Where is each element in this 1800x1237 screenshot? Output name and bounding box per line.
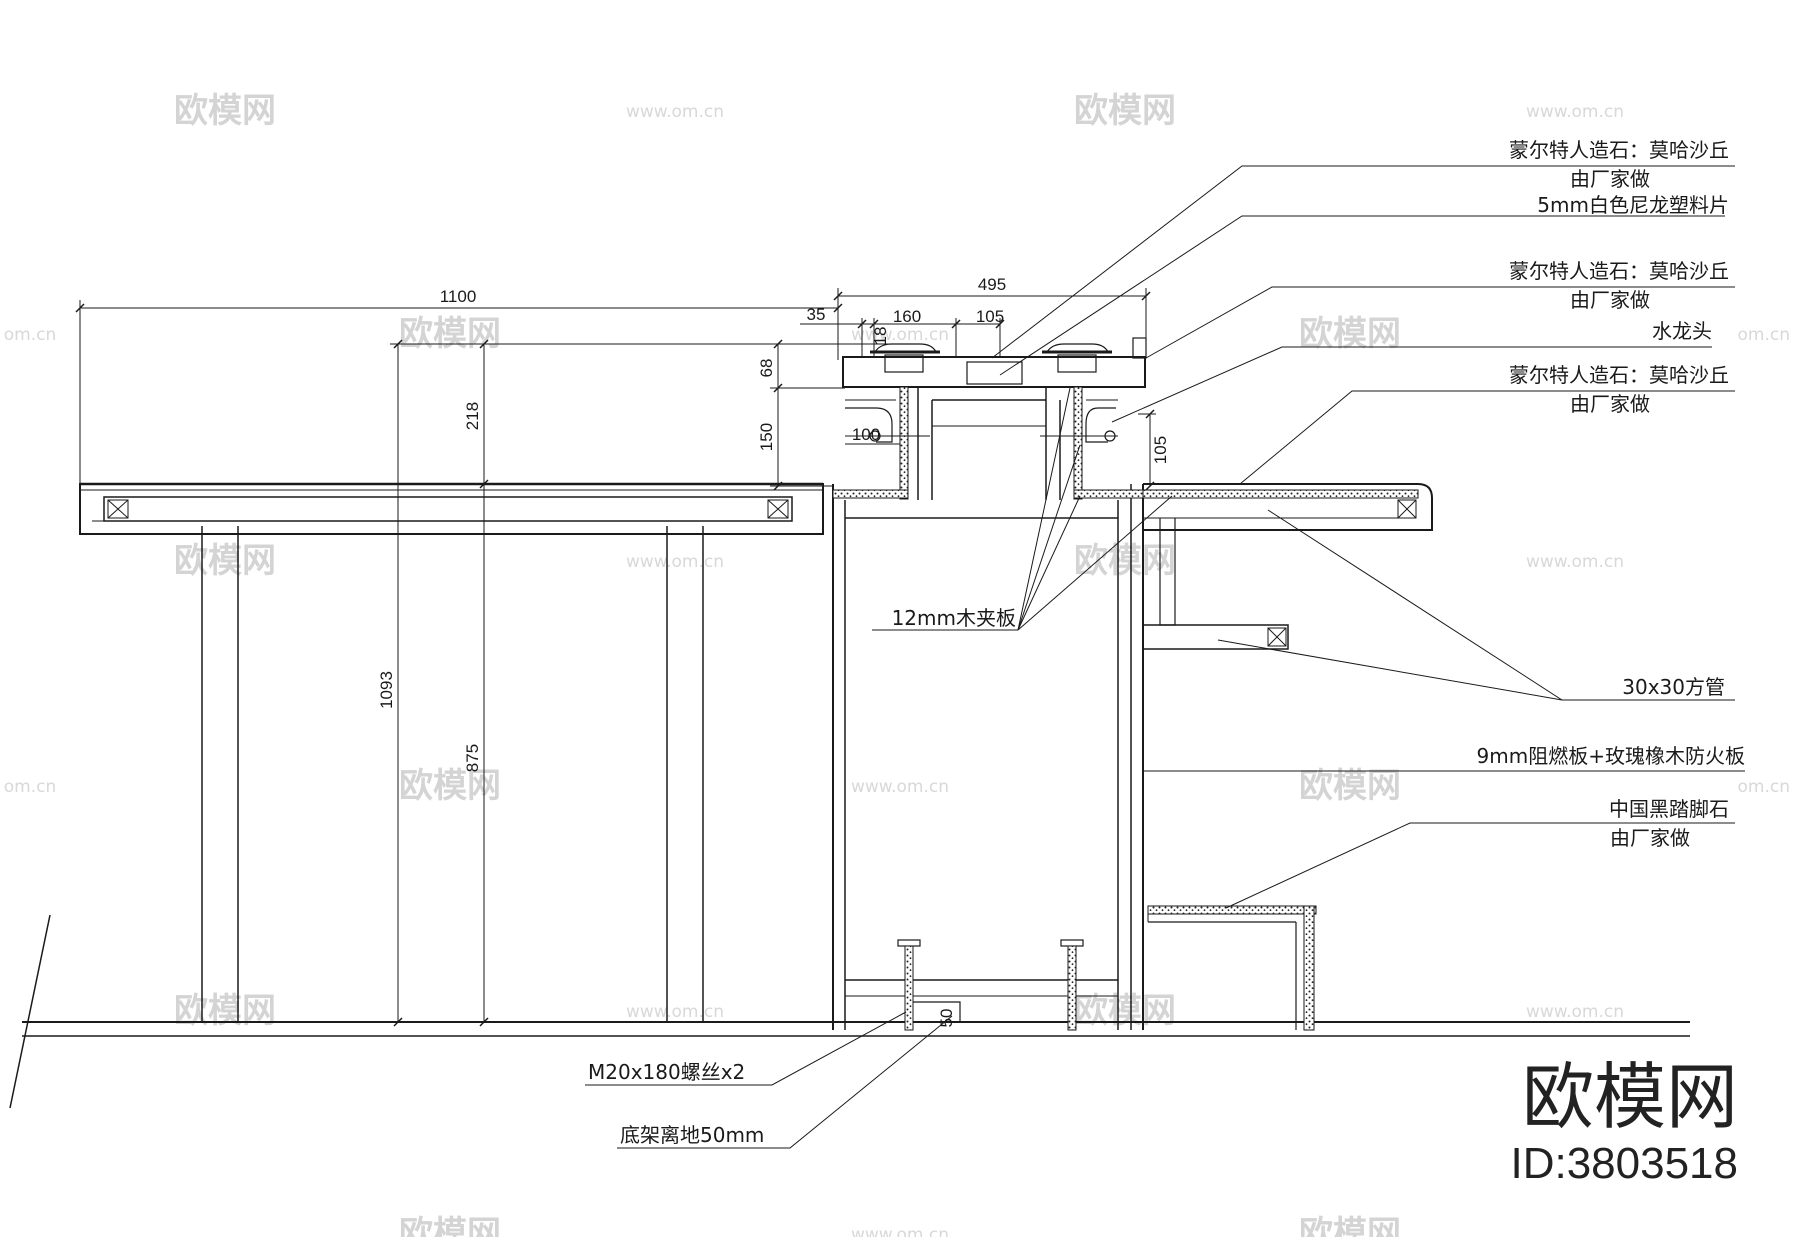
note-stone-2: 蒙尔特人造石：莫哈沙丘 (1509, 259, 1729, 283)
left-counter (79, 344, 824, 1022)
watermark-text: 欧模网 (1299, 1214, 1401, 1237)
dim-18: 18 (871, 327, 890, 346)
watermark-url: www.om.cn (626, 1002, 724, 1022)
watermark-text: 欧模网 (174, 541, 276, 581)
watermark-url: www.om.cn (1526, 1002, 1624, 1022)
brand-id: ID:3803518 (1510, 1139, 1738, 1188)
note-footstone-maker: 由厂家做 (1610, 826, 1690, 850)
watermark-url: om.cn (1738, 325, 1791, 345)
anchor-bolt (897, 939, 921, 1031)
watermark-url: www.om.cn (1526, 102, 1624, 122)
watermark-text: 欧模网 (174, 991, 276, 1031)
dim-105-side: 105 (1151, 436, 1170, 464)
watermark-text: 欧模网 (399, 766, 501, 806)
watermark-text: 欧模网 (1299, 766, 1401, 806)
watermark-url: www.om.cn (1526, 552, 1624, 572)
watermark-url: www.om.cn (851, 777, 949, 797)
dim-1100: 1100 (440, 287, 477, 306)
note-footstone: 中国黑踏脚石 (1609, 797, 1729, 821)
note-plywood: 12mm木夹板 (892, 606, 1016, 630)
watermark-text: 欧模网 (1074, 541, 1176, 581)
watermark-url: www.om.cn (851, 1225, 949, 1237)
dim-50: 50 (937, 1009, 956, 1028)
floor-line (9, 914, 1690, 1109)
brand-logo: 欧模网 (1522, 1058, 1738, 1138)
watermark-text: 欧模网 (1074, 91, 1176, 131)
note-stone-2-maker: 由厂家做 (1570, 288, 1650, 312)
right-counter (1142, 483, 1433, 1031)
watermark-url: om.cn (4, 325, 57, 345)
dim-150: 150 (757, 423, 776, 451)
leader-lines (585, 165, 1745, 1149)
note-stone-3-maker: 由厂家做 (1570, 392, 1650, 416)
watermark-url: www.om.cn (626, 102, 724, 122)
central-cabinet (832, 337, 1154, 1031)
watermark-url: om.cn (4, 777, 57, 797)
note-faucet: 水龙头 (1652, 319, 1712, 343)
dim-495: 495 (978, 275, 1006, 294)
watermark-url: om.cn (1738, 777, 1791, 797)
watermark-url: www.om.cn (851, 325, 949, 345)
annotations: 蒙尔特人造石：莫哈沙丘 由厂家做 5mm白色尼龙塑料片 蒙尔特人造石：莫哈沙丘 … (588, 138, 1745, 1147)
dim-160: 160 (893, 307, 921, 326)
note-square-tube: 30x30方管 (1622, 675, 1725, 699)
note-base-clearance: 底架离地50mm (620, 1123, 764, 1147)
dim-218: 218 (463, 402, 482, 430)
watermark-text: 欧模网 (1299, 314, 1401, 354)
dim-1093: 1093 (377, 671, 396, 709)
note-stone-1-maker: 由厂家做 (1570, 167, 1650, 191)
dim-875: 875 (463, 744, 482, 772)
note-fireboard: 9mm阻燃板+玫瑰橡木防火板 (1477, 744, 1745, 768)
dimension-layer: 1100 495 35 18 160 105 68 150 (75, 275, 1170, 1028)
watermark-url: www.om.cn (626, 552, 724, 572)
watermark-text: 欧模网 (399, 1214, 501, 1237)
dim-68: 68 (757, 359, 776, 378)
note-stone-3: 蒙尔特人造石：莫哈沙丘 (1509, 363, 1729, 387)
watermark-text: 欧模网 (399, 314, 501, 354)
watermark-text: 欧模网 (1074, 991, 1176, 1031)
note-bolt: M20x180螺丝x2 (588, 1060, 745, 1084)
dim-105-top: 105 (976, 307, 1004, 326)
watermark-text: 欧模网 (174, 91, 276, 131)
brand-mark: 欧模网 ID:3803518 (1510, 1058, 1738, 1188)
watermark-layer: 欧模网 欧模网 欧模网 欧模网 欧模网 欧模网 欧模网 欧模网 欧模网 欧模网 … (4, 91, 1790, 1237)
dim-35: 35 (807, 305, 826, 324)
note-nylon-sheet: 5mm白色尼龙塑料片 (1537, 193, 1729, 217)
dim-100: 100 (852, 425, 880, 444)
anchor-bolt (1060, 939, 1084, 1031)
note-stone-1: 蒙尔特人造石：莫哈沙丘 (1509, 138, 1729, 162)
